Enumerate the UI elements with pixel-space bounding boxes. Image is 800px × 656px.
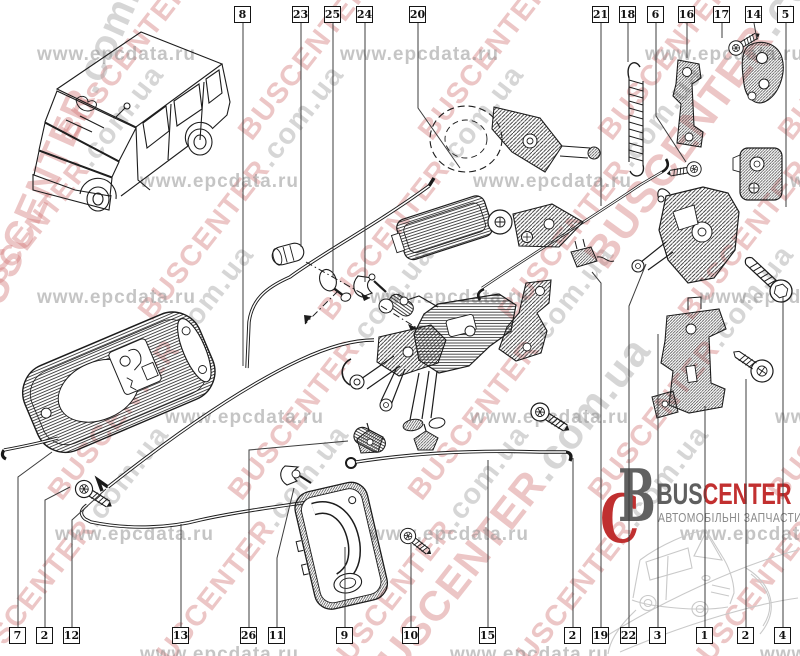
callout-box-4-bottom-15[interactable]: 4 [774, 627, 791, 644]
callout-box-6-top-7[interactable]: 6 [647, 6, 664, 23]
rod-lower-left [79, 489, 344, 529]
callout-box-17-top-9[interactable]: 17 [713, 6, 730, 23]
url-watermark: www.epcdata.ru [140, 171, 299, 192]
door-check-strap [672, 59, 704, 148]
logo-brand-suffix: CENTER [702, 478, 792, 511]
url-watermark: www.epcdata.ru [473, 171, 632, 192]
callout-box-23-top-1[interactable]: 23 [292, 6, 309, 23]
callout-box-9-bottom-6[interactable]: 9 [336, 627, 353, 644]
logo-van-sketch [599, 529, 799, 655]
callout-box-5-top-11[interactable]: 5 [777, 6, 794, 23]
callout-box-14-top-10[interactable]: 14 [745, 6, 762, 23]
callout-box-22-bottom-11[interactable]: 22 [620, 627, 637, 644]
callout-box-13-bottom-3[interactable]: 13 [172, 627, 189, 644]
callout-box-1-bottom-13[interactable]: 1 [696, 627, 713, 644]
lock-cylinder-parts [271, 242, 418, 331]
rod-upper-left [245, 177, 436, 369]
callout-box-25-top-2[interactable]: 25 [324, 6, 341, 23]
callout-box-18-top-6[interactable]: 18 [619, 6, 636, 23]
callout-box-16-top-8[interactable]: 16 [678, 6, 695, 23]
url-watermark: www.epcdata.ru [340, 44, 499, 65]
url-watermark: www.epcdata.ru [760, 644, 800, 656]
interior-handle [294, 481, 389, 610]
callout-box-3-bottom-12[interactable]: 3 [649, 627, 666, 644]
url-watermark: www.epcdata.ru [470, 407, 629, 428]
rod-lower-middle [345, 449, 573, 469]
grommet [319, 268, 352, 302]
callout-box-26-bottom-4[interactable]: 26 [240, 627, 257, 644]
callout-box-12-bottom-2[interactable]: 12 [63, 627, 80, 644]
callout-box-21-top-5[interactable]: 21 [592, 6, 609, 23]
latch-mechanism [631, 186, 740, 284]
logo-brand-prefix: BUS [657, 478, 703, 511]
logo-monogram-b: B [618, 453, 656, 538]
assembly-dash-lines [304, 261, 418, 329]
linkage-rods [0, 158, 670, 529]
mounting-bolt [744, 256, 793, 303]
callout-box-11-bottom-5[interactable]: 11 [268, 627, 285, 644]
callout-box-8-top-0[interactable]: 8 [234, 6, 251, 23]
callout-leader-lines [17, 22, 787, 627]
exterior-handle-plate [22, 311, 216, 454]
return-spring [627, 62, 645, 177]
url-watermark: www.epcdata.ru [55, 524, 214, 545]
url-watermark: www.epcdata.ru [140, 644, 299, 656]
url-watermark: www.epcdata.ru [775, 407, 800, 428]
washer-screw [733, 350, 774, 383]
logo-brand-text: BUSCENTER [657, 478, 791, 512]
outer-handle-assembly [429, 105, 601, 173]
lock-switch [570, 238, 615, 268]
callout-box-2-bottom-9[interactable]: 2 [564, 627, 581, 644]
callout-box-19-bottom-10[interactable]: 19 [592, 627, 609, 644]
van-illustration [32, 31, 231, 212]
url-watermark: www.epcdata.ru [37, 44, 196, 65]
rod-far-left [0, 436, 59, 461]
buscenter-logo: C B BUSCENTER АВТОМОБІЛЬНІ ЗАПЧАСТИНИ [592, 453, 800, 558]
callout-box-2-bottom-14[interactable]: 2 [737, 627, 754, 644]
callout-box-2-bottom-1[interactable]: 2 [36, 627, 53, 644]
small-clips [280, 422, 439, 486]
handle-trim-cover [741, 41, 784, 104]
lock-actuator [390, 195, 584, 261]
url-watermark: www.epcdata.ru [37, 287, 196, 308]
cylinder-barrel [271, 242, 305, 266]
rod-diagonal-left [94, 338, 375, 492]
callout-box-15-bottom-8[interactable]: 15 [479, 627, 496, 644]
url-watermark: www.epcdata.ru [450, 644, 609, 656]
url-watermark: www.epcdata.ru [790, 171, 800, 192]
callout-box-7-bottom-0[interactable]: 7 [9, 627, 26, 644]
logo-monogram-c: C [600, 480, 640, 558]
url-watermark: www.epcdata.ru [165, 407, 324, 428]
callout-box-10-bottom-7[interactable]: 10 [402, 627, 419, 644]
lock-striker-unit [732, 147, 783, 201]
callout-box-24-top-3[interactable]: 24 [356, 6, 373, 23]
callout-box-20-top-4[interactable]: 20 [409, 6, 426, 23]
logo-tagline: АВТОМОБІЛЬНІ ЗАПЧАСТИНИ [658, 511, 800, 525]
rod-clip [280, 465, 312, 486]
